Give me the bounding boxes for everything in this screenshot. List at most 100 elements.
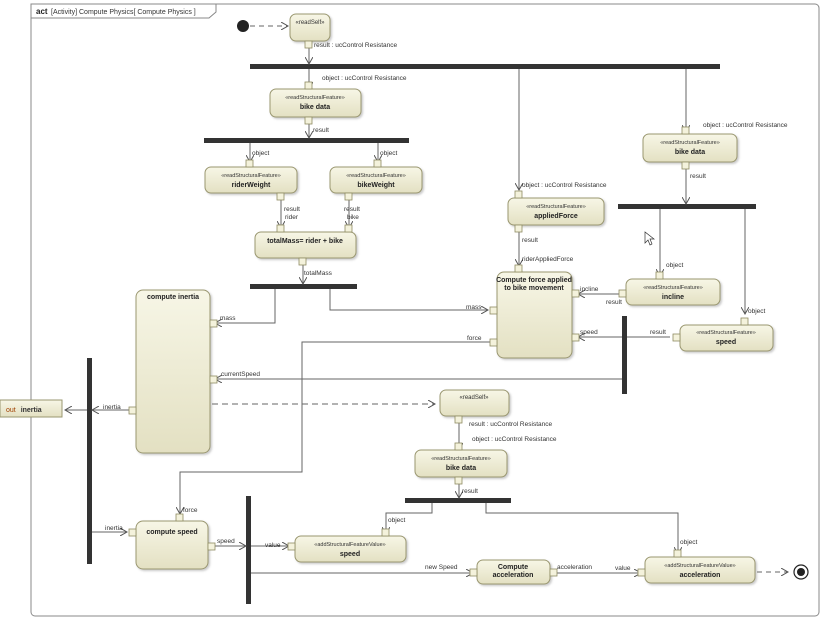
fork-bar-compute-speed[interactable] (246, 496, 251, 604)
action-rider-weight[interactable]: «readStructuralFeature» riderWeight (204, 166, 298, 194)
pin (287, 542, 296, 551)
action-compute-inertia[interactable]: compute inertia (135, 289, 211, 454)
svg-text:«readStructuralFeature»: «readStructuralFeature» (431, 456, 491, 462)
svg-text:«readStructuralFeature»: «readStructuralFeature» (221, 173, 281, 179)
pin (304, 116, 313, 125)
pin (209, 319, 218, 328)
svg-text:acceleration: acceleration (680, 572, 721, 579)
pin (304, 81, 313, 90)
pin (209, 375, 218, 384)
pin-label: object (748, 308, 766, 315)
pin (454, 476, 463, 485)
activity-final-node[interactable] (793, 564, 809, 580)
pin (673, 549, 682, 558)
action-incline[interactable]: «readStructuralFeature» incline (625, 278, 721, 306)
pin-label: object (380, 150, 398, 157)
action-bike-data-right[interactable]: «readStructuralFeature» bike data (642, 133, 738, 163)
svg-text:compute speed: compute speed (146, 529, 197, 536)
action-total-mass[interactable]: totalMass= rider + bike (254, 231, 357, 259)
fork-bar-speed-vertical[interactable] (622, 316, 627, 394)
pin-label: result (522, 237, 538, 244)
pin (304, 40, 313, 49)
svg-text:«addStructuralFeatureValue»: «addStructuralFeatureValue» (664, 563, 735, 569)
pin-label: mass (220, 315, 236, 322)
action-read-self-top[interactable]: «readSelf» (289, 13, 331, 42)
pin-label: result (690, 173, 706, 180)
initial-node[interactable] (237, 20, 249, 32)
action-add-acceleration[interactable]: «addStructuralFeatureValue» acceleration (644, 556, 756, 584)
pin-label: force (467, 335, 482, 342)
pin (128, 406, 137, 415)
pin-label: acceleration (557, 564, 592, 571)
pin (514, 224, 523, 233)
action-speed-read[interactable]: «readStructuralFeature» speed (679, 324, 774, 352)
pin (489, 306, 498, 315)
pin-label: object : ucControl Resistance (703, 122, 788, 129)
pin (373, 159, 382, 168)
pin-label: object (252, 150, 270, 157)
svg-text:riderWeight: riderWeight (232, 182, 271, 189)
pin-label: result (344, 206, 360, 213)
action-compute-speed[interactable]: compute speed (135, 520, 209, 570)
pin (681, 126, 690, 135)
action-bike-data-top[interactable]: «readStructuralFeature» bike data (269, 88, 362, 118)
action-applied-force[interactable]: «readStructuralFeature» appliedForce (507, 197, 605, 226)
pin (207, 542, 216, 551)
svg-text:out inertia: out inertia (6, 407, 42, 414)
action-read-self-mid[interactable]: «readSelf» (439, 389, 510, 417)
pin (298, 257, 307, 266)
pin-label: inertia (103, 404, 121, 411)
svg-text:bike data: bike data (675, 149, 705, 156)
svg-text:«readStructuralFeature»: «readStructuralFeature» (660, 140, 720, 146)
svg-text:speed: speed (340, 551, 360, 558)
pin-label: result (313, 127, 329, 134)
pin-label: result (650, 329, 666, 336)
svg-text:«readStructuralFeature»: «readStructuralFeature» (526, 204, 586, 210)
fork-bar-total-mass[interactable] (250, 284, 357, 289)
pin (549, 568, 558, 577)
pin (571, 289, 580, 298)
pin-label: currentSpeed (221, 371, 260, 378)
svg-text:«readStructuralFeature»: «readStructuralFeature» (696, 330, 756, 336)
svg-text:compute inertia: compute inertia (147, 294, 199, 301)
svg-text:«readSelf»: «readSelf» (295, 20, 325, 26)
fork-bar-mid[interactable] (405, 498, 511, 503)
pin (454, 442, 463, 451)
pin-label: incline (580, 286, 599, 293)
pin-label: inertia (105, 525, 123, 532)
output-parameter-inertia[interactable]: out inertia (0, 399, 63, 418)
pin-label: result : ucControl Resistance (469, 421, 552, 428)
svg-text:speed: speed (716, 339, 736, 346)
fork-bar-inertia-vertical[interactable] (87, 358, 92, 564)
fork-bars (87, 64, 756, 604)
pin-label: force (183, 507, 198, 514)
fork-bar-right[interactable] (618, 204, 756, 209)
pin (681, 161, 690, 170)
svg-text:appliedForce: appliedForce (534, 213, 578, 220)
pins (128, 40, 749, 577)
fork-bar-top[interactable] (250, 64, 720, 69)
pin (655, 271, 664, 280)
svg-text:bike data: bike data (446, 465, 476, 472)
pin-label: object : ucControl Resistance (522, 182, 607, 189)
action-add-speed[interactable]: «addStructuralFeatureValue» speed (294, 535, 407, 563)
pin (245, 159, 254, 168)
pin-label: object (680, 539, 698, 546)
action-bike-data-mid[interactable]: «readStructuralFeature» bike data (414, 449, 508, 478)
pin-label: result (284, 206, 300, 213)
pin (740, 317, 749, 326)
pin-label: object : ucControl Resistance (472, 436, 557, 443)
control-object-flows (65, 26, 788, 573)
pin (381, 528, 390, 537)
pin-label: speed (217, 538, 235, 545)
fork-bar-bike-data[interactable] (204, 138, 409, 143)
pin (571, 333, 580, 342)
action-bike-weight[interactable]: «readStructuralFeature» bikeWeight (329, 166, 423, 194)
pin-label: speed (580, 329, 598, 336)
pin (514, 190, 523, 199)
pin-label: mass (466, 304, 482, 311)
